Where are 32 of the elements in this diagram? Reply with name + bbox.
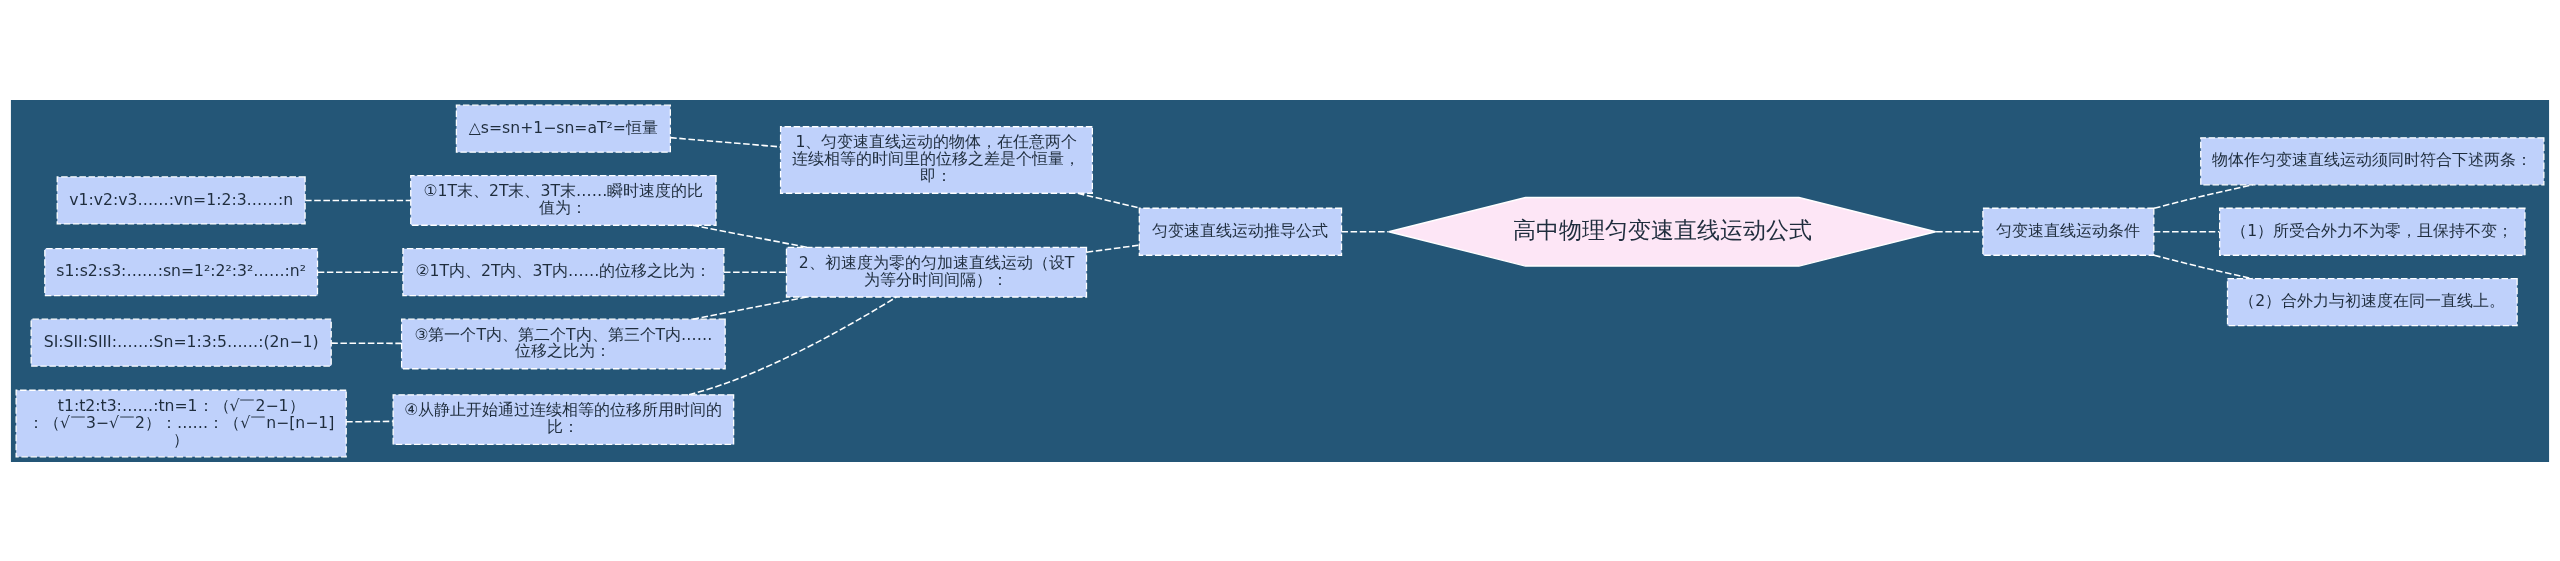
node-box: 2、初速度为零的匀加速直线运动（设T为等分时间间隔）： (785, 246, 1088, 298)
node-box: （1）所受合外力不为零，且保持不变； (2219, 207, 2526, 256)
connector (330, 341, 402, 344)
connector (1935, 230, 1984, 233)
node-box: 1、匀变速直线运动的物体，在任意两个连续相等的时间里的位移之差是个恒量，即： (779, 125, 1093, 194)
connector (2153, 183, 2254, 209)
node-box: ②1T内、2T内、3T内……的位移之比为： (402, 247, 725, 296)
node-box: ①1T末、2T末、3T末……瞬时速度的比值为： (410, 174, 717, 226)
node-box: s1:s2:s3:……:sn=1²:2²:3²……:n² (44, 247, 319, 296)
connector (1077, 192, 1141, 209)
connector (2153, 230, 2220, 233)
connector (1085, 243, 1140, 253)
node-box: SI:SII:SIII:……:Sn=1:3:5……:(2n−1) (30, 318, 332, 367)
connector (723, 270, 787, 273)
connector (691, 223, 808, 248)
connector (304, 199, 412, 201)
connector (688, 295, 898, 396)
node-box: △s=sn+1−sn=aT²=恒量 (455, 104, 671, 153)
node-box: 物体作匀变速直线运动须同时符合下述两条： (2200, 136, 2545, 185)
connector (669, 136, 782, 148)
node-box: t1:t2:t3:……:tn=1：（√￣2−1）：（√￣3−√￣2）：……：（√￣n−[n−1]） (15, 389, 347, 457)
connector (1340, 230, 1390, 233)
node-box: （2）合外力与初速度在同一直线上。 (2226, 277, 2518, 326)
connector (691, 295, 808, 320)
node-box: v1:v2:v3……:vn=1:2:3……:n (56, 175, 306, 225)
node-box: 匀变速直线运动条件 (1982, 207, 2155, 256)
connector (2153, 253, 2254, 279)
node-box: ④从静止开始通过连续相等的位移所用时间的比： (392, 393, 735, 445)
connector (317, 270, 404, 273)
node-box: ③第一个T内、第二个T内、第三个T内……位移之比为： (400, 318, 726, 369)
node-box: 匀变速直线运动推导公式 (1138, 207, 1343, 256)
connector (345, 420, 394, 423)
